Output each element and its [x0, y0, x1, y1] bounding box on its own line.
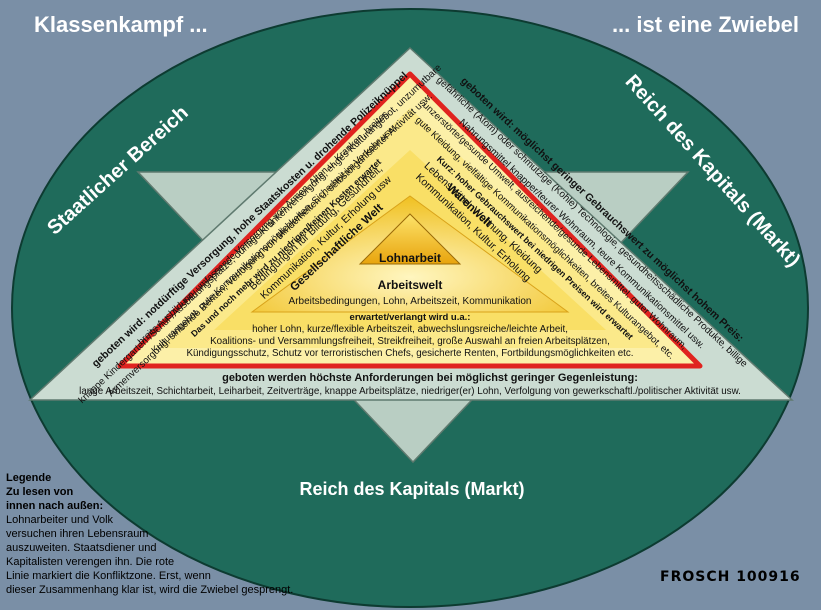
- kapital-bottom-label: Reich des Kapitals (Markt): [299, 479, 524, 499]
- legend-heading-3: innen nach außen:: [6, 500, 104, 512]
- offered-heading: geboten werden höchste Anforderungen bei…: [222, 372, 638, 384]
- legend-line-4: Kapitalisten verengen ihn. Die rote: [6, 556, 175, 568]
- legend-line-3: auszuweiten. Staatsdiener und: [6, 542, 157, 554]
- arbeitswelt-sub: Arbeitsbedingungen, Lohn, Arbeitszeit, K…: [289, 296, 532, 307]
- arbeitswelt-heading: Arbeitswelt: [378, 278, 443, 292]
- expected-line-2: Koalitions- und Versammlungsfreiheit, St…: [210, 336, 610, 347]
- legend: Legende Zu lesen von innen nach außen: L…: [6, 471, 294, 597]
- expected-heading: erwartet/verlangt wird u.a.:: [350, 312, 471, 323]
- legend-heading-2: Zu lesen von: [6, 486, 74, 498]
- lohnarbeit-label: Lohnarbeit: [379, 251, 441, 265]
- header-right: ... ist eine Zwiebel: [611, 12, 799, 37]
- header-left: Klassenkampf ...: [34, 12, 208, 37]
- legend-heading-1: Legende: [6, 472, 52, 484]
- legend-line-5: Linie markiert die Konfliktzone. Erst, w…: [6, 570, 211, 582]
- offered-line-1: lange Arbeitszeit, Schichtarbeit, Leihar…: [79, 386, 741, 397]
- legend-line-1: Lohnarbeiter und Volk: [6, 514, 114, 526]
- artist-signature: FROSCH 100916: [660, 569, 801, 585]
- lohnarbeit-core: [358, 213, 462, 265]
- legend-line-2: versuchen ihren Lebensraum: [6, 528, 149, 540]
- expected-line-1: hoher Lohn, kurze/flexible Arbeitszeit, …: [252, 324, 568, 335]
- legend-line-6: dieser Zusammenhang klar ist, wird die Z…: [6, 584, 294, 596]
- expected-line-3: Kündigungsschutz, Schutz vor terroristis…: [186, 348, 633, 359]
